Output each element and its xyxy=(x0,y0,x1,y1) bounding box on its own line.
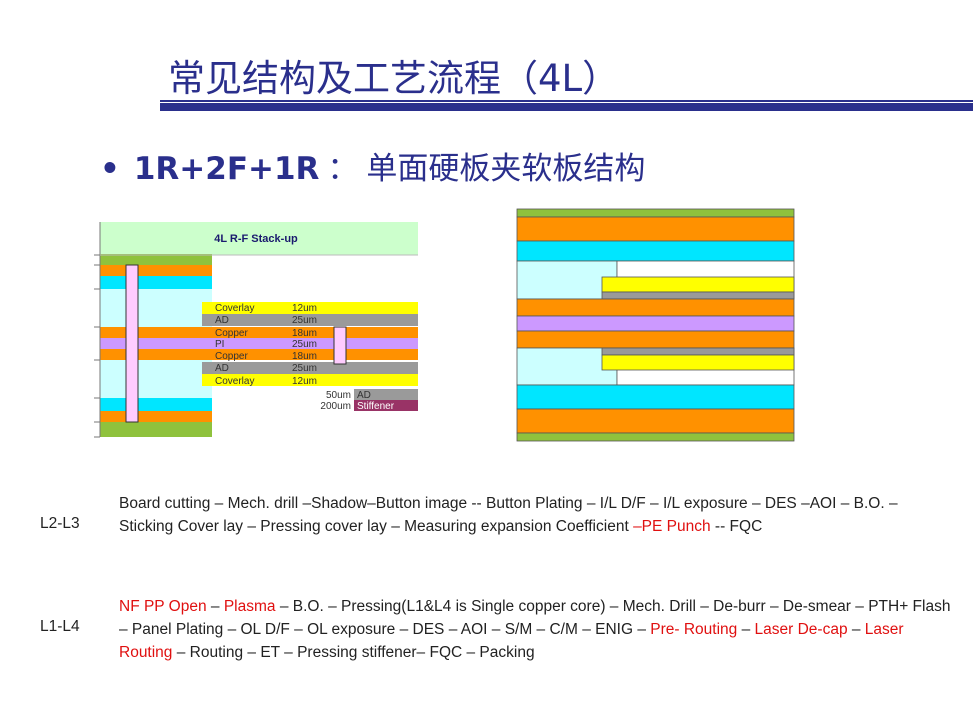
cs-pi xyxy=(516,315,795,332)
band-lightcyan-top xyxy=(100,289,212,327)
subtitle-separator: ： xyxy=(327,151,359,187)
flow-step: – B.O. – Pressing(L1&L4 is Single copper… xyxy=(119,598,951,638)
cs-coverlay-top xyxy=(601,276,795,293)
inner-via xyxy=(333,326,347,365)
cs-cyan-bot xyxy=(516,384,795,410)
title-rule-thick xyxy=(160,103,973,111)
band-pi-ext xyxy=(212,338,418,349)
flow-step-highlight: Laser Routing xyxy=(119,621,904,661)
layer-label-4: PI xyxy=(215,339,224,350)
page-title: 常见结构及工艺流程（4L） xyxy=(168,57,620,100)
layer-stiffener xyxy=(354,400,418,411)
stackup-diagram: 4L R-F Stack-up Coverlay 12um AD 25um Co… xyxy=(94,222,418,438)
flow-l2-l3: Board cutting – Mech. drill –Shadow–Butt… xyxy=(119,492,954,538)
layer-ad-top xyxy=(202,314,418,326)
layer-ad-stiffener xyxy=(354,389,418,400)
cs-green-top xyxy=(516,208,795,218)
band-orange-copper1-ext xyxy=(212,327,418,338)
bullet-dot-icon: • xyxy=(100,151,120,187)
stiffener-name: Stiffener xyxy=(357,401,395,412)
layer-thk-4: 25um xyxy=(292,339,317,350)
cross-section-diagram xyxy=(516,208,795,442)
flow-step: – xyxy=(847,621,865,638)
ad-name: AD xyxy=(357,390,371,401)
band-lightcyan-bot xyxy=(100,360,212,398)
band-green-bot xyxy=(100,422,212,437)
layer-thk-7: 12um xyxy=(292,376,317,387)
layer-thk-1: 12um xyxy=(292,303,317,314)
flow-step-highlight: Pre- Routing xyxy=(650,621,738,638)
layer-label-6: AD xyxy=(215,363,229,374)
layer-label-2: AD xyxy=(215,315,229,326)
band-cyan-top xyxy=(100,276,212,289)
flow-label-l1-l4: L1-L4 xyxy=(40,618,80,635)
structure-description: 单面硬板夹软板结构 xyxy=(366,151,646,187)
subtitle: • 1R+2F+1R：单面硬板夹软板结构 xyxy=(100,143,645,188)
flow-label-l2-l3: L2-L3 xyxy=(40,515,80,532)
cs-coverlay-bot xyxy=(601,354,795,371)
layer-coverlay-bot xyxy=(202,374,418,386)
layer-thk-3: 18um xyxy=(292,328,317,339)
flow-step: – xyxy=(737,621,755,638)
cs-copper-top xyxy=(516,298,795,317)
cs-cyan-top xyxy=(516,240,795,262)
flow-step-highlight: Laser De-cap xyxy=(754,621,848,638)
stackup-header: 4L R-F Stack-up xyxy=(214,233,298,245)
through-via xyxy=(125,264,139,423)
cs-lightcyan-top-left xyxy=(516,260,618,300)
band-orange-bot xyxy=(100,411,212,422)
band-orange-copper2-ext xyxy=(212,349,418,360)
layer-ad-bot xyxy=(202,362,418,374)
cs-orange-bot xyxy=(516,408,795,434)
flow-step-highlight: NF PP Open xyxy=(119,598,207,615)
flow-step-highlight: –PE Punch xyxy=(633,518,711,535)
cs-copper-bot xyxy=(516,330,795,349)
layer-thk-5: 18um xyxy=(292,351,317,362)
cs-ad-bot xyxy=(601,347,795,356)
stackup-header-band xyxy=(100,222,418,255)
structure-code: 1R+2F+1R xyxy=(133,151,320,187)
band-orange-top xyxy=(100,265,212,276)
stiffener-thk: 200um xyxy=(320,401,351,412)
band-orange-mid1 xyxy=(100,327,212,338)
layer-thk-2: 25um xyxy=(292,315,317,326)
flow-step: – Routing – ET – Pressing stiffener– FQC… xyxy=(172,644,535,661)
layer-label-3: Copper xyxy=(215,328,248,339)
layer-label-1: Coverlay xyxy=(215,303,254,314)
flow-step: -- FQC xyxy=(710,518,763,535)
flow-step-highlight: Plasma xyxy=(223,598,276,615)
cs-green-bot xyxy=(516,432,795,442)
band-cyan-bot xyxy=(100,398,212,411)
band-green-top xyxy=(100,254,212,265)
layer-thk-6: 25um xyxy=(292,363,317,374)
layer-label-7: Coverlay xyxy=(215,376,254,387)
cs-ad-top xyxy=(601,291,795,300)
cs-orange-top xyxy=(516,216,795,242)
layer-label-5: Copper xyxy=(215,351,248,362)
flow-l1-l4: NF PP Open – Plasma – B.O. – Pressing(L1… xyxy=(119,595,954,664)
title-rule-thin xyxy=(160,100,973,102)
layer-coverlay-top xyxy=(202,302,418,314)
flow-step: Board cutting – Mech. drill –Shadow–Butt… xyxy=(119,495,898,535)
band-violet-mid xyxy=(100,338,212,349)
flow-step: – xyxy=(206,598,224,615)
band-orange-mid2 xyxy=(100,349,212,360)
ad-thk: 50um xyxy=(326,390,351,401)
